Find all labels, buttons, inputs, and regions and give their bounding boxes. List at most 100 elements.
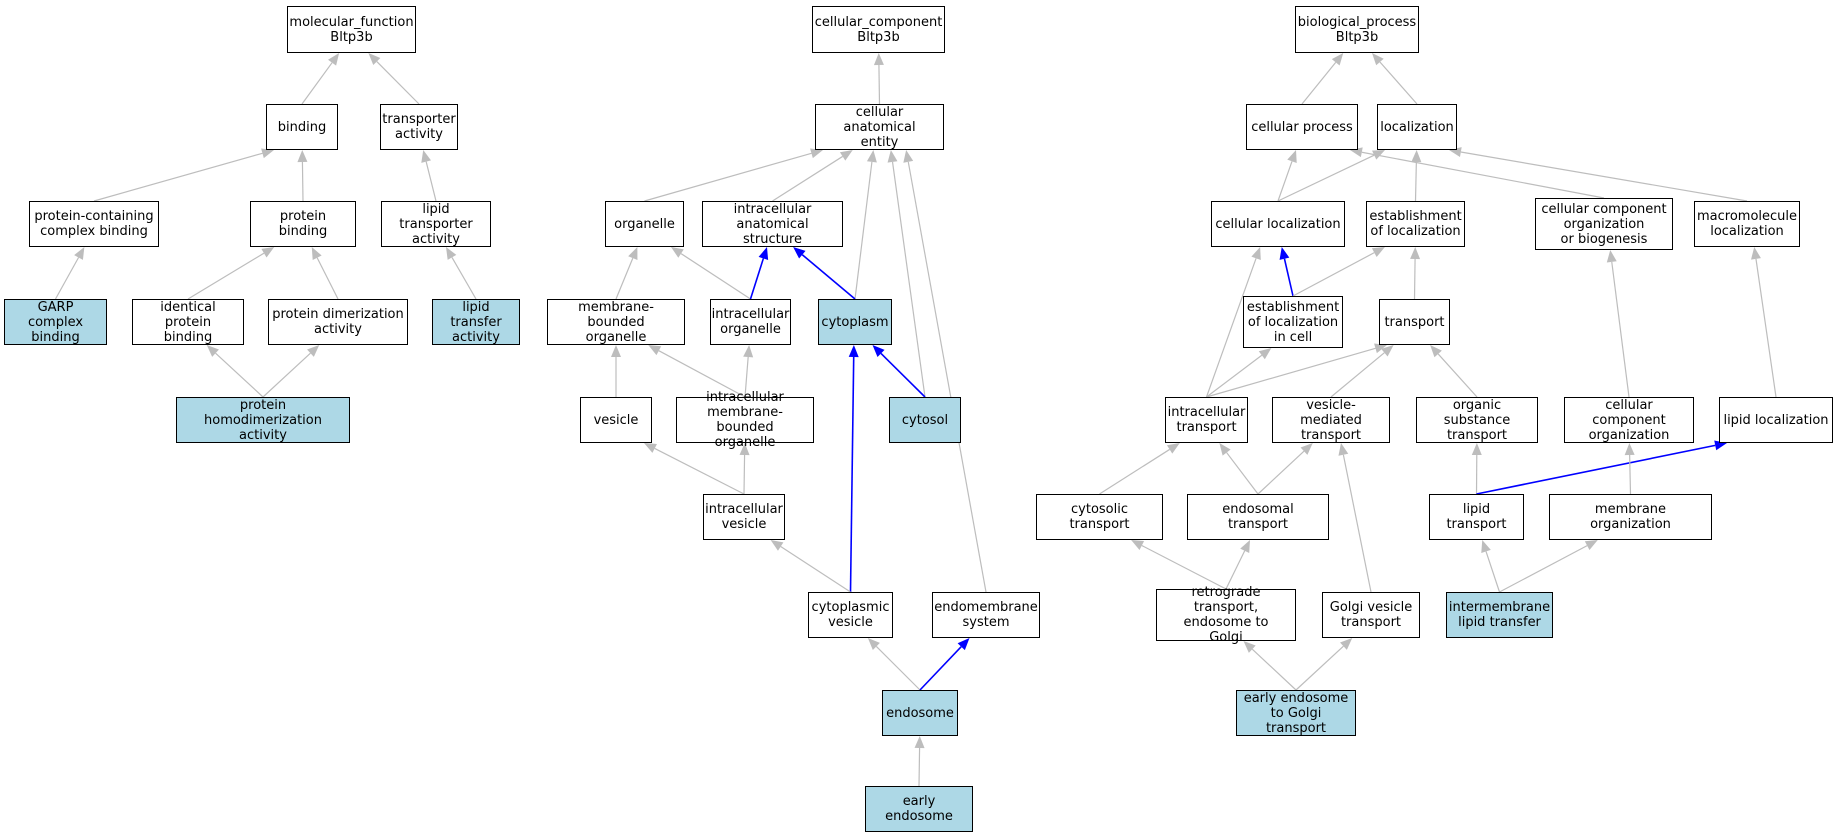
node-ccob[interactable]: cellular component organization or bioge… [1535, 198, 1673, 250]
node-mbo[interactable]: membrane-bounded organelle [547, 299, 685, 345]
edge-est-loc-cell-to-est-localization [1292, 247, 1385, 297]
node-protein-binding[interactable]: protein binding [250, 201, 356, 247]
node-iv[interactable]: intracellular vesicle [703, 494, 785, 540]
edge-macro-localization-to-localization [1449, 147, 1748, 202]
edge-protein-binding-to-binding [297, 150, 308, 202]
edge-cytoplasm-to-cae [854, 150, 877, 300]
edge-cytosolic-transport-to-intracellular-transport [1099, 443, 1180, 495]
node-vesicle[interactable]: vesicle [580, 397, 652, 443]
node-est-localization[interactable]: establishment of localization [1366, 201, 1465, 247]
edge-identical-pb-to-protein-binding [187, 247, 275, 300]
edge-cytosol-to-cae [887, 150, 926, 398]
node-cytosolic-transport[interactable]: cytosolic transport [1036, 494, 1163, 540]
node-endomembrane[interactable]: endomembrane system [932, 592, 1040, 638]
edge-intermembrane-to-lipid-transport [1481, 540, 1501, 593]
node-cell-localization[interactable]: cellular localization [1211, 201, 1345, 247]
node-lipid-transfer-activity[interactable]: lipid transfer activity [432, 299, 520, 345]
node-intermembrane[interactable]: intermembrane lipid transfer [1446, 592, 1553, 638]
node-bp[interactable]: biological_process Bltp3b [1295, 6, 1419, 53]
edge-golgi-vesicle-to-vesicle-transport [1338, 443, 1372, 593]
edge-cellular-process-to-bp [1301, 53, 1344, 105]
edge-endosomal-transport-to-vesicle-transport [1257, 443, 1313, 495]
edge-intracellular-transport-to-transport [1206, 343, 1387, 398]
edge-early-endosome-to-endosome [914, 736, 925, 787]
edge-iv-to-vesicle [644, 443, 745, 495]
edge-vesicle-to-mbo [611, 345, 621, 397]
node-membrane-org[interactable]: membrane organization [1549, 494, 1712, 540]
node-lipid-transporter-activity[interactable]: lipid transporter activity [381, 201, 491, 247]
node-transporter-activity[interactable]: transporter activity [380, 104, 458, 150]
node-organelle[interactable]: organelle [605, 201, 684, 247]
edge-iv-to-imbo [739, 443, 750, 495]
edge-mbo-to-organelle [615, 247, 638, 300]
node-early-endosome[interactable]: early endosome [865, 786, 973, 832]
edge-garp-to-pcc-binding [54, 247, 85, 300]
edge-endosomal-transport-to-intracellular-transport [1219, 443, 1259, 495]
node-imbo[interactable]: intracellular membrane-bounded organelle [676, 390, 814, 450]
node-golgi-vesicle[interactable]: Golgi vesicle transport [1322, 592, 1420, 638]
edge-early-endo-golgi-to-golgi-vesicle [1295, 638, 1353, 691]
node-est-loc-cell[interactable]: establishment of localization in cell [1243, 296, 1343, 348]
node-garp[interactable]: GARP complex binding [4, 299, 107, 345]
edge-retrograde-to-cytosolic-transport [1131, 540, 1227, 590]
node-localization[interactable]: localization [1377, 104, 1457, 150]
node-identical-pb[interactable]: identical protein binding [132, 299, 244, 345]
node-lipid-transport[interactable]: lipid transport [1429, 494, 1524, 540]
node-retrograde[interactable]: retrograde transport, endosome to Golgi [1156, 585, 1296, 645]
node-endosomal-transport[interactable]: endosomal transport [1187, 494, 1329, 540]
edge-ias-to-cae [772, 150, 853, 202]
node-transport[interactable]: transport [1379, 299, 1450, 345]
edge-protein-dimerization-to-protein-binding [311, 247, 339, 300]
node-mf[interactable]: molecular_function Bltp3b [287, 6, 416, 53]
edge-io-to-ias [749, 247, 769, 300]
edge-organic-transport-to-transport [1430, 345, 1478, 398]
edge-cae-to-cc [873, 53, 884, 105]
node-io[interactable]: intracellular organelle [710, 299, 791, 345]
edge-localization-to-bp [1372, 53, 1418, 105]
edge-transporter-activity-to-mf [368, 53, 420, 105]
edge-homodimerization-to-protein-dimerization [262, 345, 320, 398]
node-endosome[interactable]: endosome [882, 690, 958, 736]
node-cv[interactable]: cytoplasmic vesicle [808, 592, 893, 638]
edge-organelle-to-cae [644, 148, 823, 202]
node-protein-dimerization[interactable]: protein dimerization activity [268, 299, 408, 345]
node-binding[interactable]: binding [266, 104, 338, 150]
edge-cytosol-to-cytoplasm [872, 345, 926, 398]
node-intracellular-transport[interactable]: intracellular transport [1165, 397, 1248, 443]
node-vesicle-transport[interactable]: vesicle-mediated transport [1272, 397, 1390, 443]
edge-imbo-to-io [743, 345, 754, 398]
edge-imbo-to-mbo [648, 345, 746, 398]
edge-intermembrane-to-membrane-org [1499, 540, 1598, 593]
node-cco[interactable]: cellular component organization [1564, 397, 1694, 443]
edge-lipid-transport-to-organic-transport [1471, 443, 1482, 495]
node-cytoplasm[interactable]: cytoplasm [818, 299, 892, 345]
node-macro-localization[interactable]: macromolecule localization [1694, 201, 1800, 247]
node-lipid-localization[interactable]: lipid localization [1719, 397, 1833, 443]
edge-cv-to-iv [770, 540, 851, 593]
node-homodimerization[interactable]: protein homodimerization activity [176, 397, 350, 443]
edge-vesicle-transport-to-transport [1330, 345, 1394, 398]
edge-cv-to-cytoplasm [848, 345, 859, 593]
edge-intracellular-transport-to-cell-localization [1205, 247, 1261, 398]
node-cytosol[interactable]: cytosol [889, 397, 961, 443]
node-organic-transport[interactable]: organic substance transport [1416, 397, 1538, 443]
edge-cell-localization-to-cellular-process [1277, 150, 1297, 202]
edge-endosome-to-endomembrane [919, 638, 970, 691]
edge-lipid-localization-to-macro-localization [1751, 247, 1777, 398]
edge-est-loc-cell-to-cell-localization [1279, 247, 1294, 297]
edge-binding-to-mf [301, 53, 340, 105]
node-pcc-binding[interactable]: protein-containing complex binding [29, 201, 159, 247]
node-cc[interactable]: cellular_component Bltp3b [812, 6, 945, 53]
edge-endosome-to-cv [867, 638, 921, 691]
edge-homodimerization-to-identical-pb [206, 345, 264, 398]
edge-est-localization-to-localization [1411, 150, 1422, 202]
node-cellular-process[interactable]: cellular process [1246, 104, 1358, 150]
edge-transport-to-est-localization [1410, 247, 1421, 300]
edge-io-to-organelle [671, 247, 751, 300]
edge-retrograde-to-endosomal-transport [1225, 540, 1250, 590]
node-cae[interactable]: cellular anatomical entity [815, 104, 944, 150]
node-ias[interactable]: intracellular anatomical structure [702, 201, 843, 247]
node-early-endo-golgi[interactable]: early endosome to Golgi transport [1236, 690, 1356, 736]
edge-lipid-transport-to-lipid-localization [1476, 440, 1727, 495]
